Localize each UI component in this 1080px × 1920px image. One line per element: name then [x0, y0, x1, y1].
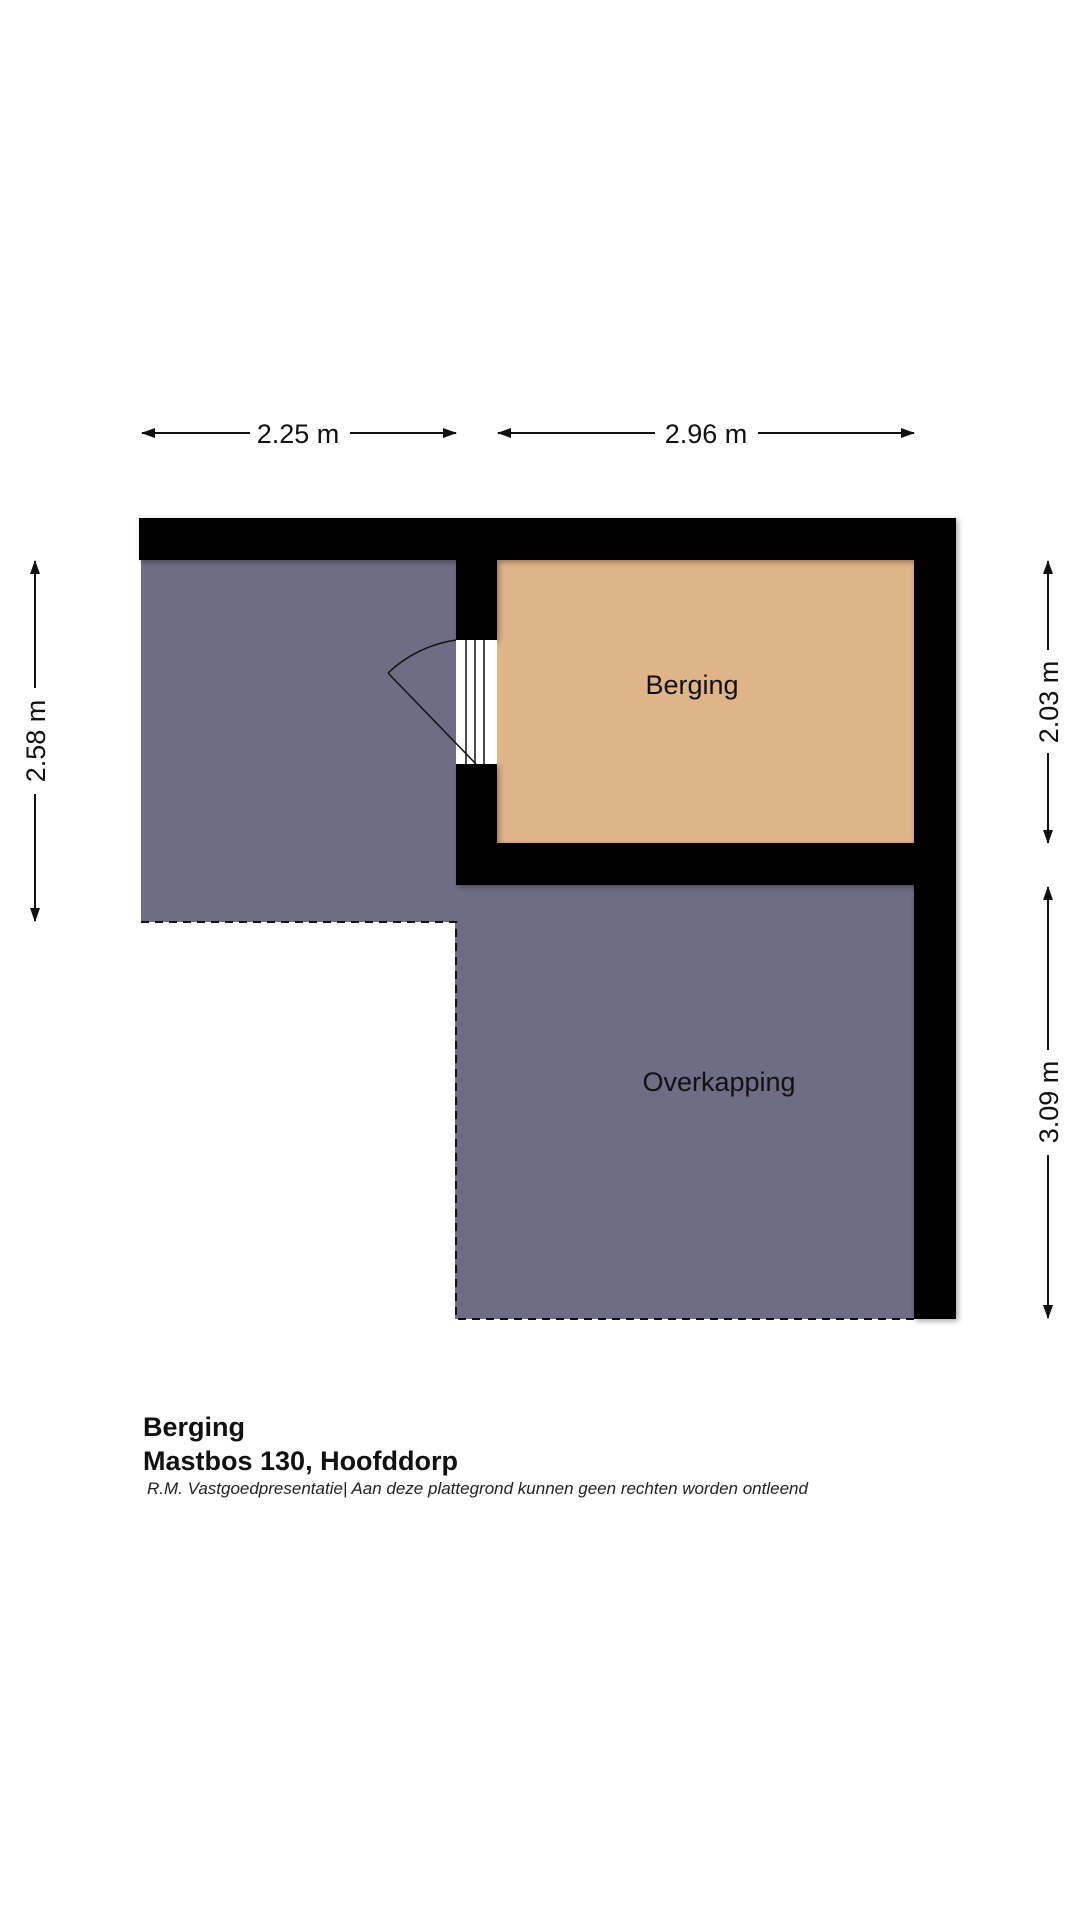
dimension-label: 2.58 m [21, 700, 51, 783]
walls [139, 518, 956, 1319]
door-icon [387, 639, 497, 765]
wall-top [139, 518, 956, 560]
wall-inner-upper [456, 560, 497, 640]
dimension-top-right: 2.96 m [497, 419, 915, 449]
berging-floor [497, 560, 914, 843]
dimension-label: 2.25 m [257, 419, 340, 449]
caption-address: Mastbos 130, Hoofddorp [143, 1446, 459, 1476]
dimension-top-left: 2.25 m [141, 419, 457, 449]
dimension-label: 2.96 m [665, 419, 748, 449]
open-edge-dashed [141, 921, 914, 1320]
caption-title: Berging [143, 1412, 246, 1442]
wall-right [914, 518, 956, 1319]
dimension-right-upper: 2.03 m [1034, 560, 1064, 844]
wall-middle [456, 843, 956, 885]
dimension-label: 3.09 m [1034, 1061, 1064, 1144]
overkapping-floor-bottom [455, 885, 915, 1319]
dimension-right-lower: 3.09 m [1034, 886, 1064, 1319]
room-label-overkapping: Overkapping [642, 1067, 795, 1097]
room-label-berging: Berging [645, 670, 738, 700]
overkapping-floor-left [141, 560, 456, 922]
dimension-left: 2.58 m [21, 560, 51, 922]
caption-disclaimer: R.M. Vastgoedpresentatie| Aan deze platt… [147, 1479, 808, 1498]
dimension-label: 2.03 m [1034, 661, 1064, 744]
